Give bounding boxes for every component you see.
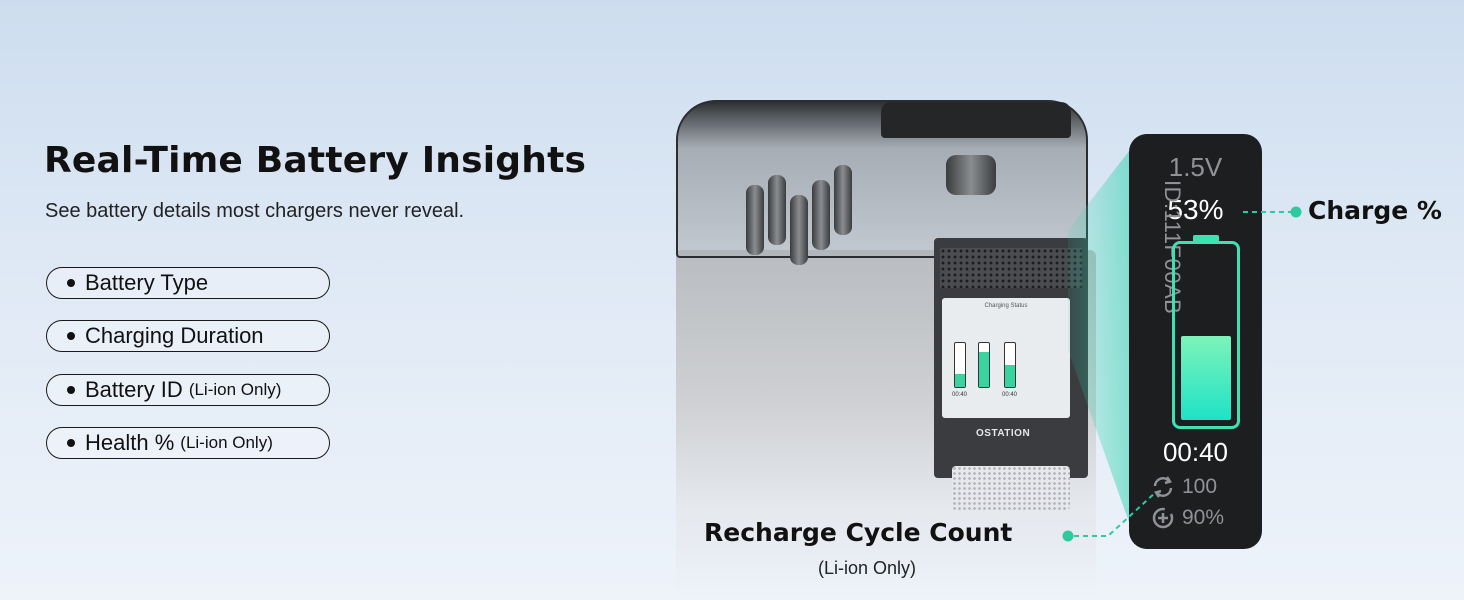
battery-gauge-fill xyxy=(1181,335,1231,420)
mini-screen-title: Charging Status xyxy=(984,303,1028,309)
feature-label: Charging Duration xyxy=(85,323,264,348)
device-handle xyxy=(881,102,1071,138)
charging-time-readout: 00:40 xyxy=(1162,437,1229,467)
charger-device-image: Charging Status 00:40 00:40 OSTATION xyxy=(676,100,1096,600)
device-vent xyxy=(952,466,1070,510)
feature-pill-charging-duration: Charging Duration xyxy=(46,320,330,352)
cycle-icon xyxy=(1153,476,1173,498)
charge-percent-callout: Charge % xyxy=(1308,196,1442,225)
recharge-cycle-note: (Li-ion Only) xyxy=(818,558,917,578)
feature-note: (Li-ion Only) xyxy=(180,433,273,452)
battery-cell xyxy=(834,165,852,235)
mini-battery-bar xyxy=(978,342,990,388)
cycle-count-value: 100 xyxy=(1182,475,1218,498)
cycle-count-row: 100 xyxy=(1150,474,1217,500)
page-title: Real-Time Battery Insights xyxy=(44,140,587,181)
health-row: 90% xyxy=(1150,505,1224,531)
feature-pill-battery-id: Battery ID (Li-ion Only) xyxy=(46,374,330,406)
battery-cell xyxy=(812,180,830,250)
battery-cell xyxy=(746,185,764,255)
speaker-grille xyxy=(940,248,1082,288)
battery-cap xyxy=(1193,235,1219,243)
mini-battery-bar xyxy=(1004,342,1016,388)
feature-pill-health: Health % (Li-ion Only) xyxy=(46,427,330,459)
feature-label: Health % xyxy=(85,430,175,455)
device-brand-logo: OSTATION xyxy=(976,428,1031,439)
charge-percent-readout: 53% xyxy=(1167,194,1224,225)
page-subtitle: See battery details most chargers never … xyxy=(45,200,465,222)
mini-time-label: 00:40 xyxy=(952,392,968,398)
bullet-icon xyxy=(67,279,75,287)
mini-battery-bar xyxy=(954,342,966,388)
health-icon xyxy=(1152,507,1174,529)
recharge-cycle-callout: Recharge Cycle Count xyxy=(704,518,1013,547)
feature-label: Battery ID xyxy=(85,377,183,402)
feature-pill-battery-type: Battery Type xyxy=(46,267,330,299)
bullet-icon xyxy=(67,332,75,340)
feature-note: (Li-ion Only) xyxy=(188,380,282,399)
feature-label: Battery Type xyxy=(85,270,209,295)
health-value: 90% xyxy=(1182,506,1225,529)
mini-time-label: 00:40 xyxy=(1002,392,1018,398)
bullet-icon xyxy=(67,386,75,394)
battery-cell xyxy=(768,175,786,245)
voltage-readout: 1.5V xyxy=(1168,152,1223,182)
battery-cell xyxy=(946,155,996,195)
battery-gauge-icon xyxy=(1172,241,1240,429)
device-mini-screen: Charging Status 00:40 00:40 xyxy=(942,298,1070,418)
bullet-icon xyxy=(67,439,75,447)
battery-cell xyxy=(790,195,808,265)
